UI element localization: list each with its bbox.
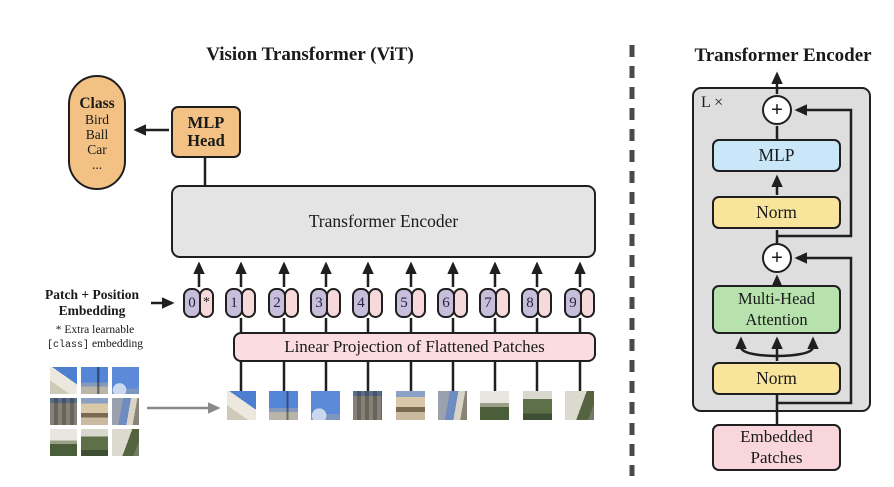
norm-block-upper: Norm bbox=[712, 196, 841, 229]
mlp-head-box: MLP Head bbox=[171, 106, 241, 158]
class-token-embedding: * bbox=[199, 288, 214, 318]
class-output-box: Class Bird Ball Car ... bbox=[68, 75, 126, 190]
token-8: 8 bbox=[521, 288, 552, 318]
embedded-patches-box: Embedded Patches bbox=[712, 424, 841, 471]
class-item: Ball bbox=[85, 127, 109, 143]
image-grid-cell bbox=[50, 398, 77, 425]
token-1: 1 bbox=[225, 288, 256, 318]
norm-label: Norm bbox=[756, 368, 797, 388]
mlp-block: MLP bbox=[712, 139, 841, 172]
position-embedding: 9 bbox=[564, 288, 582, 318]
image-grid-cell bbox=[81, 398, 108, 425]
patch-embedding bbox=[326, 288, 341, 318]
note-line1: * Extra learnable bbox=[55, 324, 135, 336]
flattened-patch-3 bbox=[311, 391, 340, 420]
patch-embedding bbox=[495, 288, 510, 318]
embedded-label-line1: Embedded bbox=[740, 427, 813, 447]
patch-embedding bbox=[537, 288, 552, 318]
flattened-patch-4 bbox=[353, 391, 382, 420]
norm-block-lower: Norm bbox=[712, 362, 841, 395]
residual-add-icon: + bbox=[762, 243, 792, 273]
transformer-encoder-box: Transformer Encoder bbox=[171, 185, 596, 258]
multi-head-attention-block: Multi-Head Attention bbox=[712, 285, 841, 334]
right-panel-title: Transformer Encoder bbox=[694, 45, 872, 66]
position-embedding: 3 bbox=[310, 288, 328, 318]
token-2: 2 bbox=[268, 288, 299, 318]
left-panel-title: Vision Transformer (ViT) bbox=[206, 44, 414, 65]
token-3: 3 bbox=[310, 288, 341, 318]
image-grid-cell bbox=[112, 367, 139, 394]
position-embedding: 8 bbox=[521, 288, 539, 318]
norm-label: Norm bbox=[756, 202, 797, 222]
token-0: 0 * bbox=[183, 288, 214, 318]
linear-projection-label: Linear Projection of Flattened Patches bbox=[284, 337, 545, 356]
position-embedding: 1 bbox=[225, 288, 243, 318]
transformer-encoder-label: Transformer Encoder bbox=[308, 211, 459, 231]
linear-projection-box: Linear Projection of Flattened Patches bbox=[233, 332, 596, 362]
token-9: 9 bbox=[564, 288, 595, 318]
image-grid-cell bbox=[112, 429, 139, 456]
flattened-patch-6 bbox=[438, 391, 467, 420]
residual-skip-attention bbox=[777, 252, 853, 405]
token-7: 7 bbox=[479, 288, 510, 318]
residual-add-icon: + bbox=[762, 95, 792, 125]
patch-embedding bbox=[241, 288, 256, 318]
class-heading: Class bbox=[79, 94, 115, 112]
position-embedding: 0 bbox=[183, 288, 201, 318]
position-embedding: 4 bbox=[352, 288, 370, 318]
patch-embedding bbox=[284, 288, 299, 318]
image-grid-cell bbox=[81, 429, 108, 456]
token-5: 5 bbox=[395, 288, 426, 318]
flattened-patch-5 bbox=[396, 391, 425, 420]
embedded-label-line2: Patches bbox=[750, 447, 803, 467]
image-grid-cell bbox=[112, 398, 139, 425]
mlp-head-label: MLP Head bbox=[187, 112, 225, 150]
class-token-code: [class] bbox=[46, 340, 89, 352]
patch-position-embedding-label: Patch + Position Embedding bbox=[45, 287, 139, 318]
mha-label-line1: Multi-Head bbox=[738, 288, 815, 308]
patch-embedding bbox=[580, 288, 595, 318]
position-embedding: 5 bbox=[395, 288, 413, 318]
input-image-grid bbox=[50, 367, 140, 456]
right-panel-wires bbox=[735, 71, 853, 424]
flattened-patch-9 bbox=[565, 391, 594, 420]
flattened-patch-7 bbox=[480, 391, 509, 420]
patch-embedding bbox=[453, 288, 468, 318]
class-item: Car bbox=[87, 142, 107, 158]
class-item: Bird bbox=[84, 111, 109, 127]
residual-skip-mlp bbox=[777, 104, 853, 238]
plus-symbol: + bbox=[771, 96, 783, 121]
token-4: 4 bbox=[352, 288, 383, 318]
position-embedding: 2 bbox=[268, 288, 286, 318]
image-grid-cell bbox=[50, 429, 77, 456]
extra-learnable-note: * Extra learnable [class]embedding bbox=[36, 323, 154, 353]
flattened-patch-2 bbox=[269, 391, 298, 420]
flattened-patch-8 bbox=[523, 391, 552, 420]
repeat-count-label: L × bbox=[701, 94, 724, 111]
mlp-block-label: MLP bbox=[758, 145, 795, 165]
position-embedding: 6 bbox=[437, 288, 455, 318]
token-6: 6 bbox=[437, 288, 468, 318]
image-grid-cell bbox=[81, 367, 108, 394]
flattened-patch-1 bbox=[227, 391, 256, 420]
left-panel-wires bbox=[133, 124, 586, 391]
note-line2-rest: embedding bbox=[91, 338, 144, 351]
position-embedding: 7 bbox=[479, 288, 497, 318]
image-grid-cell bbox=[50, 367, 77, 394]
class-item-ellipsis: ... bbox=[91, 157, 103, 173]
patch-embedding bbox=[411, 288, 426, 318]
patch-embedding bbox=[368, 288, 383, 318]
mha-label-line2: Attention bbox=[745, 309, 808, 329]
plus-symbol: + bbox=[771, 244, 783, 269]
